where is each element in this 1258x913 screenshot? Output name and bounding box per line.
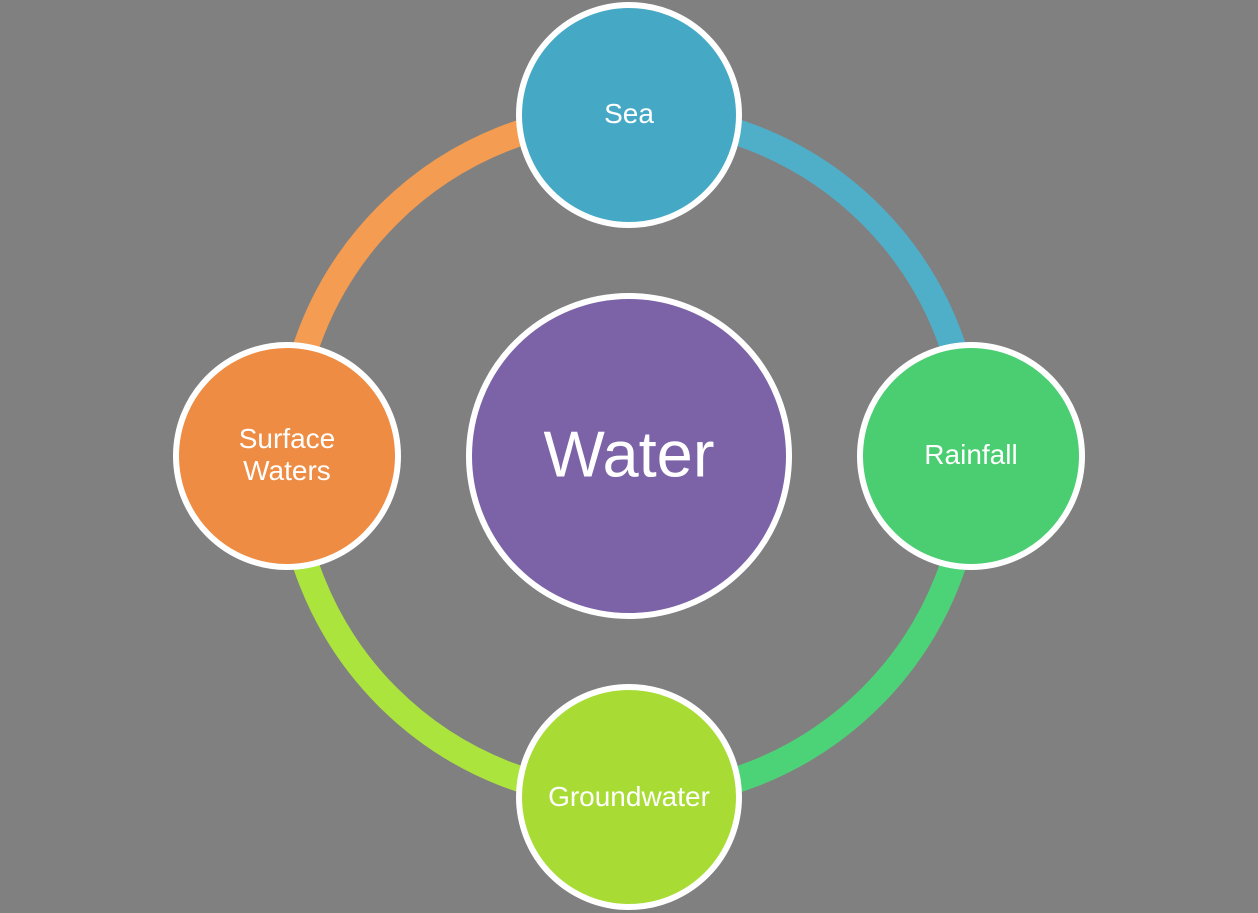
- center-node-water-circle: [466, 293, 792, 619]
- node-sea-circle: [516, 2, 742, 228]
- node-groundwater-label: Groundwater: [548, 780, 710, 812]
- node-groundwater-circle: [516, 684, 742, 910]
- node-rainfall-label: Rainfall: [924, 438, 1018, 470]
- node-sea-label: Sea: [604, 97, 654, 129]
- node-surface-waters-circle: [173, 342, 401, 570]
- center-node-water-label: Water: [543, 417, 715, 491]
- node-surface-waters-label: Surface Waters: [238, 422, 336, 486]
- node-rainfall-circle: [857, 342, 1085, 570]
